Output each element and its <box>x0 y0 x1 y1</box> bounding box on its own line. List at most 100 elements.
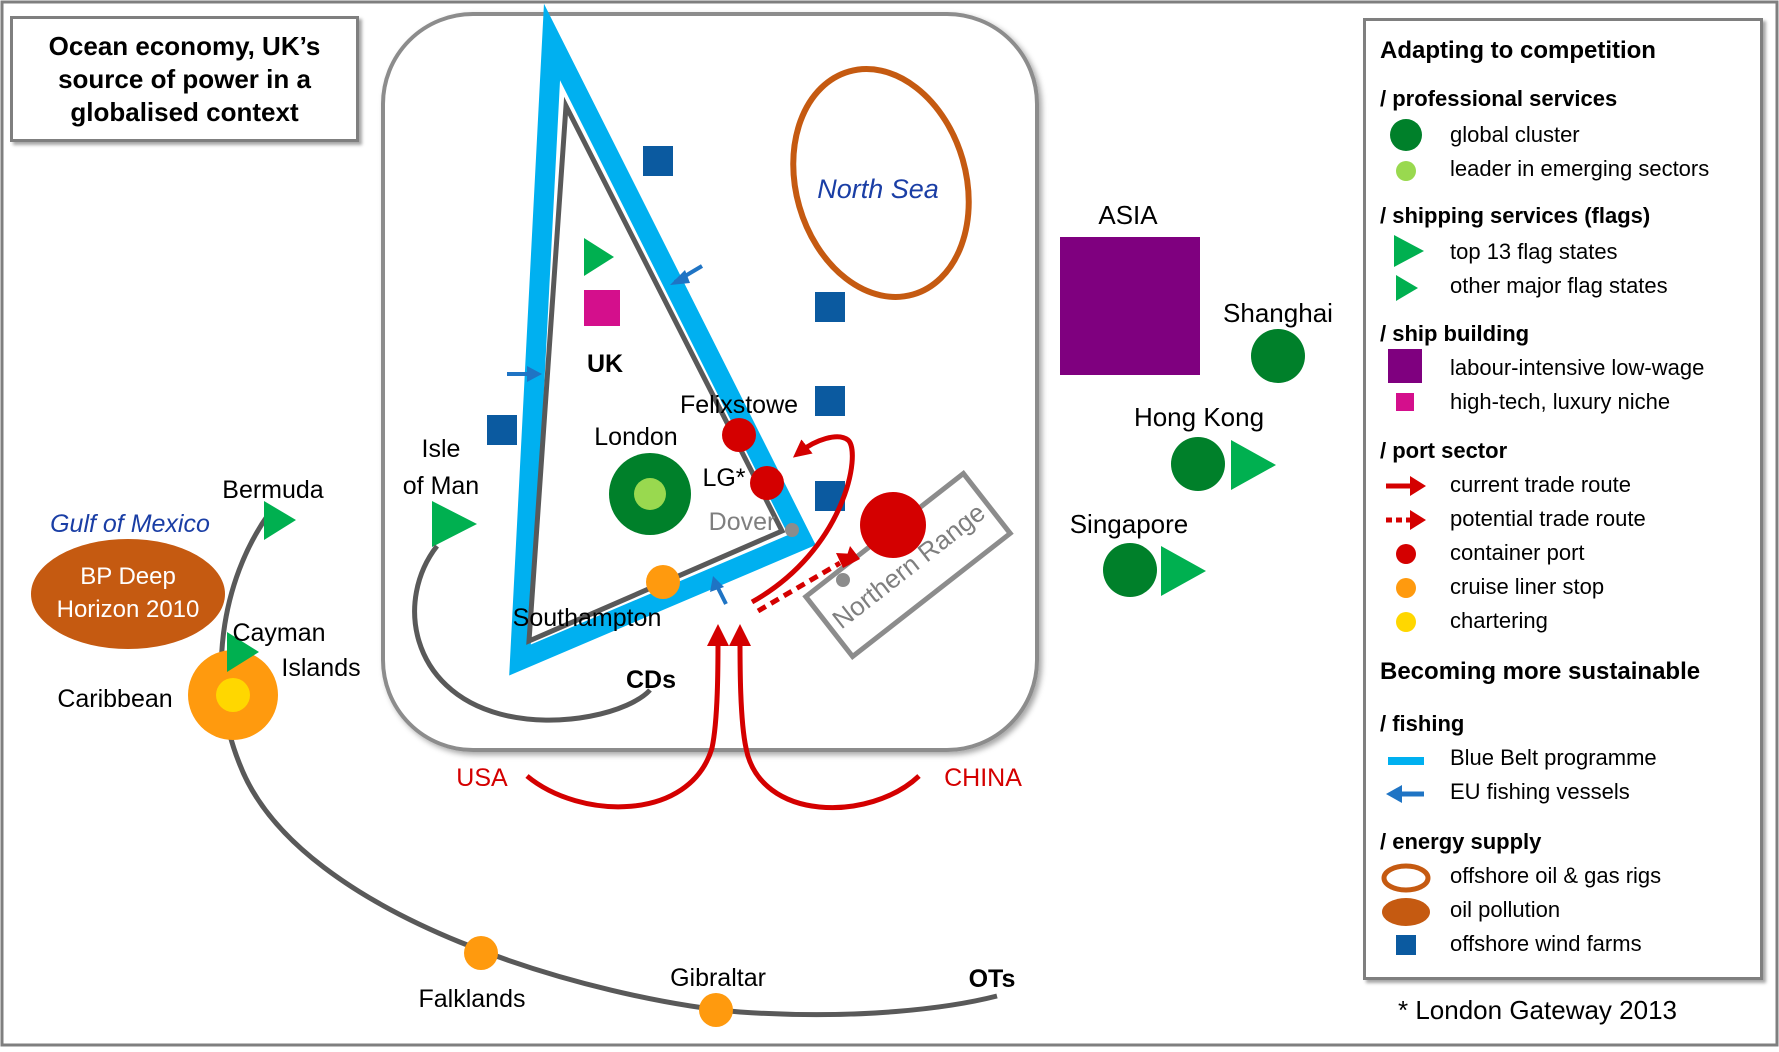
legend-potential-route-label: potential trade route <box>1450 506 1646 531</box>
singapore-global-cluster <box>1103 543 1157 597</box>
legend-current-route-label: current trade route <box>1450 472 1631 497</box>
bermuda-flag-state <box>264 501 296 540</box>
footnote: * London Gateway 2013 <box>1398 995 1677 1025</box>
asia-label: ASIA <box>1098 200 1158 230</box>
legend-container-port-label: container port <box>1450 540 1585 565</box>
legend-high-tech-label: high-tech, luxury niche <box>1450 389 1671 414</box>
legend-cruise-stop-label: cruise liner stop <box>1450 574 1605 599</box>
legend-cruise-stop-icon <box>1396 578 1416 598</box>
blue-belt-uk <box>509 3 816 676</box>
felixstowe-label: Felixstowe <box>680 391 798 419</box>
bp-label-1: BP Deep <box>80 563 176 590</box>
hong-kong-label: Hong Kong <box>1134 402 1264 432</box>
legend-container-port-icon <box>1396 544 1416 564</box>
wind-farm <box>643 146 673 176</box>
cayman-label-2: Islands <box>281 654 360 682</box>
london-label: London <box>594 423 677 451</box>
legend-section-fishing: / fishing <box>1380 711 1465 736</box>
legend-top-flag-label: top 13 flag states <box>1450 239 1618 264</box>
london-emerging-leader <box>634 478 666 510</box>
legend-emerging-leader-label: leader in emerging sectors <box>1450 156 1710 181</box>
caribbean-label: Caribbean <box>57 685 172 713</box>
shanghai-label: Shanghai <box>1223 298 1333 328</box>
legend-chartering-label: chartering <box>1450 608 1548 633</box>
cayman-label-1: Cayman <box>232 619 325 647</box>
wind-farm <box>487 415 517 445</box>
singapore-label: Singapore <box>1070 509 1189 539</box>
isle-of-man-label-2: of Man <box>403 472 479 500</box>
legend-potential-route-icon <box>1386 510 1426 530</box>
usa-trade-route <box>525 639 721 810</box>
ots-label: OTs <box>969 965 1016 993</box>
legend-heading-sustainable: Becoming more sustainable <box>1380 658 1701 685</box>
dover-label: Dover <box>709 508 776 536</box>
dover-point <box>785 523 799 537</box>
legend-section-energy: / energy supply <box>1380 829 1542 854</box>
legend-labour-intensive-icon <box>1388 349 1422 383</box>
legend-eu-vessels-icon <box>1386 785 1424 803</box>
legend-global-cluster-icon <box>1390 119 1422 151</box>
legend-section-professional: / professional services <box>1380 86 1618 111</box>
flag-state-isle-of-man <box>432 501 477 547</box>
falklands-label: Falklands <box>419 985 526 1013</box>
uk-panel <box>381 12 1039 752</box>
legend-other-flag-label: other major flag states <box>1450 273 1668 298</box>
legend-eu-vessels-label: EU fishing vessels <box>1450 779 1630 804</box>
north-sea-label: North Sea <box>817 174 939 204</box>
gibraltar-cruise-stop <box>699 993 733 1027</box>
legend-section-shipping: / shipping services (flags) <box>1380 203 1651 228</box>
flag-state-uk <box>584 238 614 276</box>
usa-trade-route-head <box>707 624 729 646</box>
hong-kong-global-cluster <box>1171 437 1225 491</box>
legend-current-route-icon <box>1386 476 1426 496</box>
asia-labour-intensive-shipbuilding <box>1060 237 1200 375</box>
bp-label-2: Horizon 2010 <box>57 596 200 623</box>
bermuda-label: Bermuda <box>222 476 324 504</box>
cds-label: CDs <box>626 666 676 694</box>
legend-section-shipbuilding: / ship building <box>1380 321 1530 346</box>
wind-farm <box>815 386 845 416</box>
legend-oil-rigs-icon <box>1381 863 1431 893</box>
legend-oil-rigs-label: offshore oil & gas rigs <box>1450 863 1662 888</box>
china-trade-route <box>737 639 921 811</box>
southampton-cruise-stop <box>646 565 680 599</box>
legend-blue-belt-icon <box>1388 757 1424 765</box>
legend-other-flag-icon <box>1396 275 1418 301</box>
cds-arc <box>412 544 652 723</box>
wind-farm <box>815 292 845 322</box>
legend-labour-intensive-label: labour-intensive low-wage <box>1450 355 1705 380</box>
china-label: CHINA <box>944 764 1022 792</box>
eu-fishing-vessel-arrow-head <box>670 270 690 285</box>
legend-wind-farm-icon <box>1396 935 1416 955</box>
london-gateway-container-port <box>750 466 784 500</box>
legend-section-port: / port sector <box>1380 438 1508 463</box>
legend-heading-competition: Adapting to competition <box>1380 37 1656 64</box>
legend-oil-pollution-label: oil pollution <box>1450 897 1561 922</box>
northern-range-container-port <box>860 492 926 558</box>
usa-label: USA <box>456 764 508 792</box>
hong-kong-flag-state <box>1231 440 1276 490</box>
felixstowe-container-port <box>722 418 756 452</box>
legend-oil-pollution-icon <box>1382 898 1430 926</box>
high-tech-shipbuilding <box>584 290 620 326</box>
gibraltar-label: Gibraltar <box>670 964 766 992</box>
china-trade-route-head <box>729 624 751 646</box>
northern-range-point <box>836 573 850 587</box>
legend-blue-belt-label: Blue Belt programme <box>1450 745 1657 770</box>
potential-trade-route <box>756 560 842 614</box>
current-trade-route-europe <box>750 434 855 605</box>
caribbean-chartering <box>216 678 250 712</box>
singapore-flag-state <box>1161 546 1206 596</box>
offshore-oil-gas-rigs <box>790 66 972 300</box>
legend-global-cluster-label: global cluster <box>1450 122 1580 147</box>
legend-high-tech-icon <box>1396 393 1414 411</box>
gulf-of-mexico-label: Gulf of Mexico <box>50 510 210 538</box>
falklands-cruise-stop <box>464 936 498 970</box>
title-text: Ocean economy, UK’s source of power in a… <box>48 30 321 127</box>
bp-oil-pollution <box>31 539 225 649</box>
legend-emerging-leader-icon <box>1396 161 1416 181</box>
eu-fishing-vessel-arrow-head <box>710 576 724 592</box>
eu-fishing-vessel-arrow <box>716 587 728 605</box>
